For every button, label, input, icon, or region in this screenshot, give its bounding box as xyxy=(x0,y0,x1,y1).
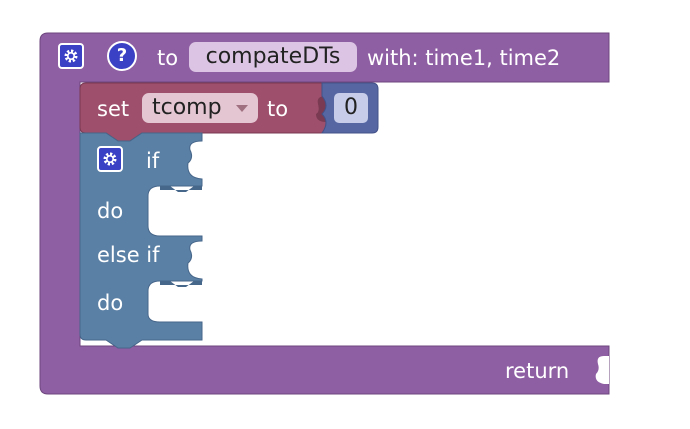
procedure-block[interactable] xyxy=(39,32,610,395)
do-label-2: do xyxy=(97,291,124,315)
procedure-name-field[interactable]: compateDTs xyxy=(189,42,357,72)
procedure-with-label: with: time1, time2 xyxy=(367,46,561,70)
gear-icon xyxy=(103,152,117,166)
variable-name-text: tcomp xyxy=(152,95,222,120)
gear-icon xyxy=(64,49,78,63)
if-block[interactable] xyxy=(79,132,203,349)
number-field-bg[interactable] xyxy=(334,93,368,123)
set-keyword-label: set xyxy=(97,97,130,121)
procedure-to-label: to xyxy=(157,46,179,70)
if-label: if xyxy=(146,149,160,173)
number-value[interactable]: 0 xyxy=(344,95,358,120)
procedure-mutator-gear-icon[interactable] xyxy=(58,43,84,69)
return-label: return xyxy=(505,359,570,383)
if-mutator-gear-icon[interactable] xyxy=(97,146,123,172)
dropdown-arrow-icon xyxy=(236,105,248,112)
do-label-1: do xyxy=(97,199,124,223)
set-to-label: to xyxy=(267,97,289,121)
return-socket[interactable] xyxy=(595,356,609,384)
procedure-name-text: compateDTs xyxy=(205,44,341,69)
procedure-help-icon[interactable]: ? xyxy=(107,41,137,71)
else-if-label: else if xyxy=(97,243,160,267)
variable-dropdown[interactable]: tcomp xyxy=(142,93,258,123)
